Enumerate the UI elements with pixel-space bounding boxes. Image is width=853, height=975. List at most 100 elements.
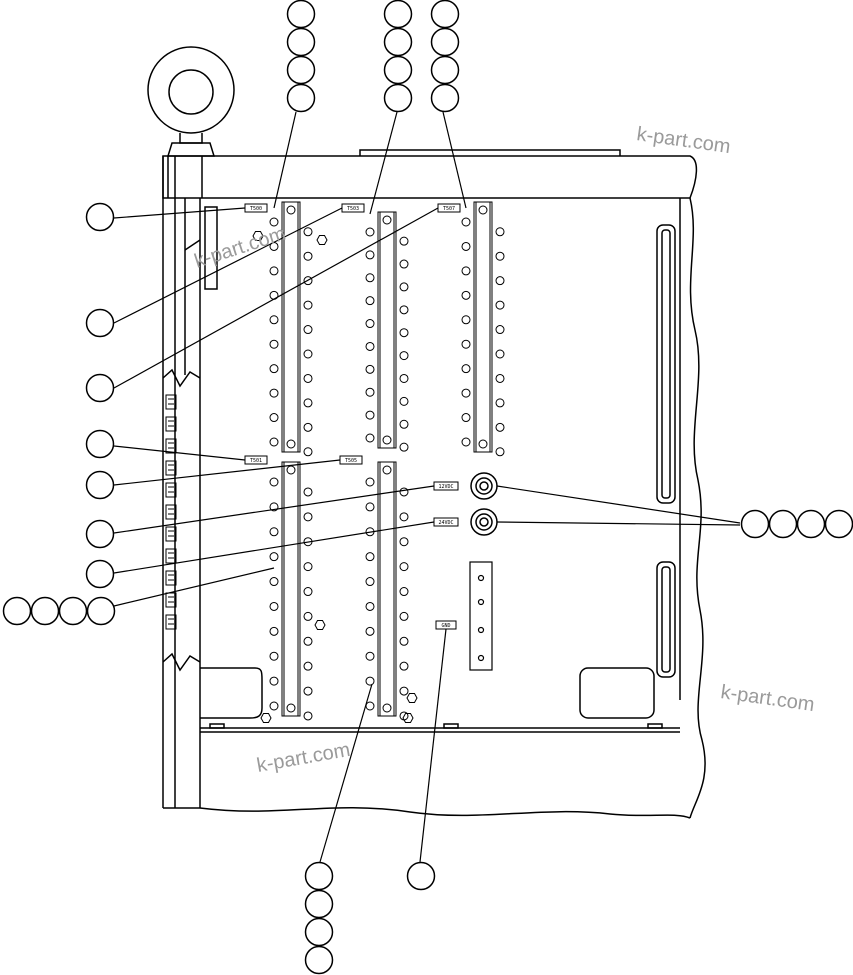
strip-t505-terminal-right [399,487,409,497]
strip-t503-terminal-left [365,319,375,329]
strip-t507-rail [475,201,491,453]
callout-top-mid [383,0,413,29]
leader-line [319,683,373,863]
strip-t500-terminal-left [269,217,279,227]
hex-nut [314,620,326,630]
callout-top-mid [383,83,413,113]
strip-t500-terminal-right [303,325,313,335]
strip-t500-terminal-right [303,422,313,432]
cable-fittings [470,472,498,536]
callout-left-row [86,596,116,626]
strip-t505-terminal-right [399,686,409,696]
strip-t507-terminal-right [495,373,505,383]
strip-t503-terminal-left [365,364,375,374]
svg-text:T500: T500 [250,206,262,212]
strip-t507-terminal-right [495,398,505,408]
tag-t501: T501 [244,455,268,465]
callout-left [85,373,115,403]
strip-t507-terminal-left [461,437,471,447]
strip-t501-terminal-left [269,502,279,512]
side-connector-pin [168,552,174,559]
svg-text:T505: T505 [345,458,357,464]
tag-t500: T500 [244,203,268,213]
watermark-3: k-part.com [719,681,816,716]
strip-t501-rail [283,461,299,717]
strip-t501-terminal-right [303,636,313,646]
strip-t507-terminal-left [461,315,471,325]
strip-t501-terminal-right [303,562,313,572]
strip-t507-terminal-right [495,447,505,457]
callout-left [85,202,115,232]
hex-nut [406,693,418,703]
strip-t507-terminal-left [461,217,471,227]
callout-left [85,470,115,500]
leader-line [113,445,246,461]
fitting-lower [470,508,498,536]
strip-t505-rail [379,461,395,717]
strip-t500 [269,201,313,457]
leader-line [442,111,467,209]
strip-t507-terminal-right [495,349,505,359]
strip-t500-screw-bottom [286,439,296,449]
side-connector [165,526,177,542]
strip-t501-terminal-left [269,477,279,487]
strip-t501-terminal-left [269,651,279,661]
strip-t507-terminal-right [495,325,505,335]
leader-line [419,628,447,863]
callout-bottom-stack [304,917,334,947]
strip-t503-body [377,211,397,449]
strip-t507-terminal-left [461,413,471,423]
callout-left-row [58,596,88,626]
strip-t505-terminal-right [399,611,409,621]
hex-nut [260,713,272,723]
callout-bottom-single [406,861,436,891]
strip-t503-terminal-right [399,373,409,383]
tag-24vdc: 24VDC [433,517,459,527]
strip-t501-terminal-right [303,487,313,497]
strip-t507-terminal-right [495,422,505,432]
strip-t503-terminal-right [399,259,409,269]
strip-t500-terminal-right [303,300,313,310]
side-connector-pin [168,508,174,515]
callout-right-row [796,509,826,539]
callout-left-row [30,596,60,626]
enclosure [162,149,706,819]
side-connector-pin [168,420,174,427]
leader-line [496,485,741,524]
strip-t501-terminal-left [269,626,279,636]
terminal-strips [252,201,505,723]
left-side-connectors [165,394,177,630]
leader-line [496,521,741,526]
strip-t501-terminal-left [269,601,279,611]
watermark-2: k-part.com [192,223,289,273]
side-connector [165,416,177,432]
strip-t501-terminal-left [269,701,279,711]
svg-text:T501: T501 [250,458,262,464]
strip-t505 [365,461,409,721]
strip-t505-terminal-right [399,537,409,547]
callout-left [85,429,115,459]
strip-t500-terminal-left [269,413,279,423]
strip-t503-terminal-right [399,442,409,452]
strip-t503-terminal-left [365,250,375,260]
svg-text:24VDC: 24VDC [438,520,453,526]
strip-t503-terminal-right [399,305,409,315]
strip-t507-terminal-left [461,364,471,374]
strip-t503-terminal-left [365,273,375,283]
strip-t507-terminal-left [461,266,471,276]
callout-left [85,308,115,338]
callout-right-row [768,509,798,539]
strip-t503-terminal-left [365,296,375,306]
strip-t503-terminal-left [365,410,375,420]
strip-t505-screw-bottom [382,703,392,713]
strip-t500-terminal-left [269,266,279,276]
strip-t505-terminal-left [365,552,375,562]
strip-t500-terminal-right [303,251,313,261]
callout-top-right [430,0,460,29]
strip-t503-terminal-right [399,419,409,429]
side-connector-pin [168,464,174,471]
tag-t505: T505 [339,455,363,465]
strip-t505-terminal-left [365,701,375,711]
strip-t505-terminal-left [365,477,375,487]
